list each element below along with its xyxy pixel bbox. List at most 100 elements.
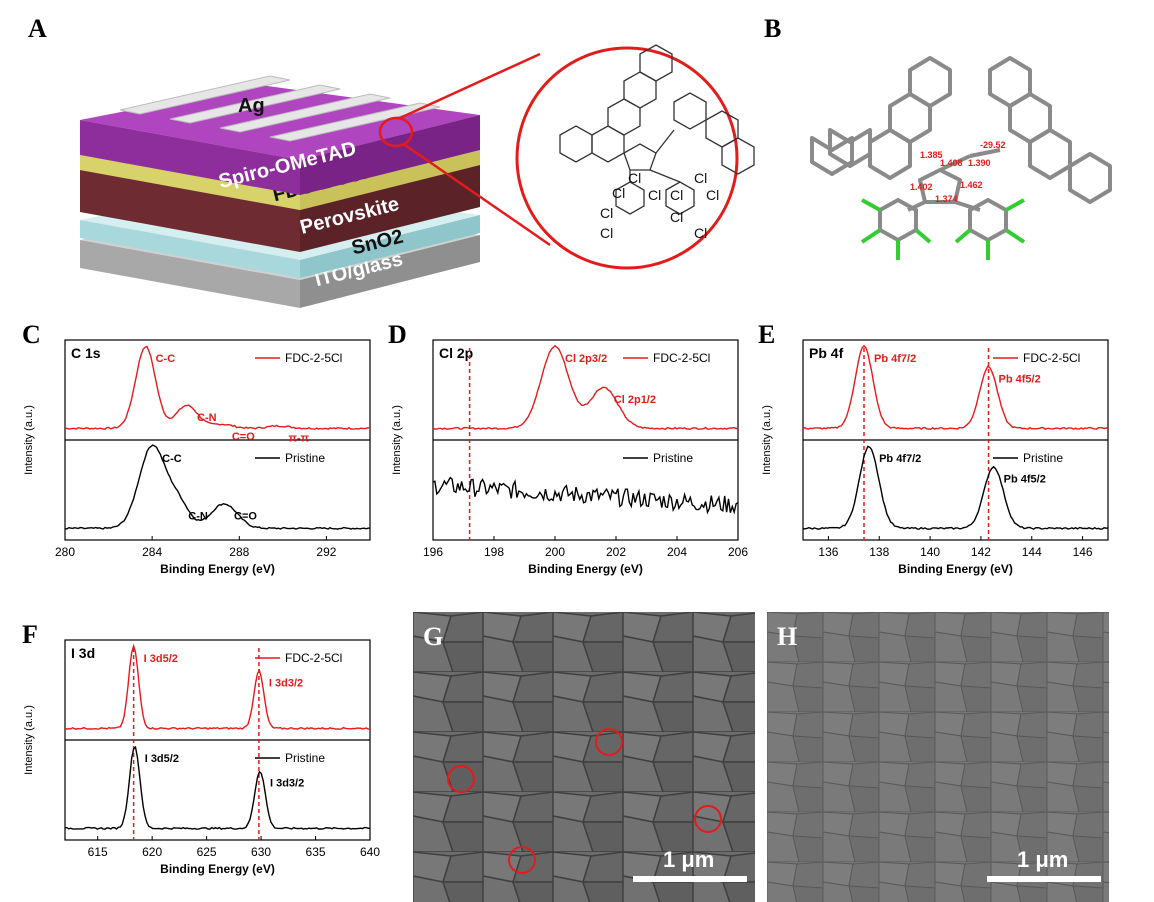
x-tick-label: 625 (197, 845, 217, 859)
x-tick-label: 200 (545, 545, 565, 559)
x-tick-label: 206 (728, 545, 748, 559)
series-line (432, 344, 739, 430)
legend-label: Pristine (1023, 451, 1063, 465)
x-tick-label: 640 (360, 845, 380, 859)
peak-annotation: Pb 4f5/2 (999, 374, 1041, 386)
fdc-molecule-structure (559, 44, 755, 215)
peak-annotation: I 3d5/2 (144, 653, 178, 665)
svg-text:Cl: Cl (628, 170, 641, 186)
ag-electrodes: Ag (119, 75, 441, 142)
svg-text:1.462: 1.462 (960, 180, 983, 190)
panel-label-c: C (22, 320, 41, 349)
series-line (64, 745, 371, 830)
scale-bar-h (987, 876, 1101, 882)
scale-label-h: 1 μm (1017, 847, 1068, 872)
x-tick-label: 288 (229, 545, 249, 559)
x-tick-label: 204 (667, 545, 687, 559)
x-axis-label: Binding Energy (eV) (528, 562, 643, 576)
chart-title: I 3d (71, 645, 95, 661)
svg-text:Cl: Cl (706, 187, 719, 203)
x-tick-label: 138 (869, 545, 889, 559)
peak-annotation: I 3d3/2 (270, 778, 304, 790)
legend-label: FDC-2-5Cl (285, 351, 342, 365)
svg-text:Cl: Cl (694, 170, 707, 186)
panel-label-d: D (388, 320, 407, 349)
x-axis-label: Binding Energy (eV) (160, 862, 275, 876)
peak-annotation: Pb 4f7/2 (879, 453, 921, 465)
chart-title: Cl 2p (439, 345, 473, 361)
x-tick-label: 620 (142, 845, 162, 859)
peak-annotation: C-C (162, 453, 182, 465)
svg-text:1.374: 1.374 (935, 194, 958, 204)
x-axis-label: Binding Energy (eV) (898, 562, 1013, 576)
peak-annotation: C=O (232, 431, 255, 443)
bond-length-labels: 1.385 1.408 1.402 1.374 1.462 1.390 -29.… (910, 140, 1006, 204)
peak-annotation: I 3d3/2 (269, 678, 303, 690)
scale-bar-g (633, 876, 747, 882)
scale-label-g: 1 μm (663, 847, 714, 872)
svg-text:Cl: Cl (670, 209, 683, 225)
peak-annotation: C=O (234, 510, 257, 522)
sem-image-pristine: 1 μm G (413, 612, 755, 902)
series-line (802, 344, 1109, 430)
series-line (64, 643, 371, 731)
chart-title: C 1s (71, 345, 101, 361)
sem-grains-h: 1 μm (767, 612, 1109, 902)
svg-text:Cl: Cl (670, 187, 683, 203)
peak-annotation: Pb 4f7/2 (874, 353, 916, 365)
peak-annotation: Cl 2p1/2 (614, 394, 656, 406)
panel-label-h-inner: H (777, 622, 798, 651)
legend-label: Pristine (285, 451, 325, 465)
x-tick-label: 146 (1073, 545, 1093, 559)
device-stack-diagram: ITO/glass SnO2 Perovskite FDC-2-5Cl Spir… (80, 44, 755, 308)
panel-label-b: B (764, 14, 782, 43)
peak-annotation: I 3d5/2 (145, 753, 179, 765)
svg-text:1.408: 1.408 (940, 158, 963, 168)
legend-label: FDC-2-5Cl (1023, 351, 1080, 365)
x-tick-label: 198 (484, 545, 504, 559)
peak-annotation: Pb 4f5/2 (1004, 474, 1046, 486)
sem-grains-g: 1 μm (413, 612, 755, 902)
legend-label: FDC-2-5Cl (653, 351, 710, 365)
legend-label: Pristine (285, 751, 325, 765)
peak-annotation: Cl 2p3/2 (565, 353, 607, 365)
molecule-chlorine-labels: Cl Cl Cl Cl Cl Cl Cl Cl Cl Cl (600, 170, 719, 241)
x-tick-label: 140 (920, 545, 940, 559)
y-axis-label: Intensity (a.u.) (761, 405, 773, 475)
sem-image-fdc: 1 μm H (767, 612, 1109, 902)
x-tick-label: 136 (818, 545, 838, 559)
peak-annotation: C-N (188, 510, 208, 522)
x-tick-label: 280 (55, 545, 75, 559)
crystal-structure: 1.385 1.408 1.402 1.374 1.462 1.390 -29.… (810, 56, 1112, 260)
x-tick-label: 284 (142, 545, 162, 559)
series-line (64, 345, 371, 430)
svg-text:Cl: Cl (612, 185, 625, 201)
x-tick-label: 196 (423, 545, 443, 559)
peak-annotation: C-C (156, 353, 176, 365)
peak-annotation: π-π (289, 433, 310, 445)
svg-text:-29.52: -29.52 (980, 140, 1006, 150)
x-tick-label: 292 (316, 545, 336, 559)
panel-label-e: E (758, 320, 776, 349)
y-axis-label: Intensity (a.u.) (23, 705, 35, 775)
panel-label-g-inner: G (423, 622, 444, 651)
x-tick-label: 144 (1022, 545, 1042, 559)
svg-text:Cl: Cl (648, 187, 661, 203)
panel-label-f: F (22, 620, 38, 649)
x-tick-label: 142 (971, 545, 991, 559)
series-line (432, 476, 739, 515)
y-axis-label: Intensity (a.u.) (391, 405, 403, 475)
svg-text:Cl: Cl (694, 225, 707, 241)
x-tick-label: 202 (606, 545, 626, 559)
series-line (803, 445, 1109, 530)
series-line (64, 444, 371, 530)
svg-text:1.390: 1.390 (968, 158, 991, 168)
svg-text:Ag: Ag (238, 95, 265, 117)
y-axis-label: Intensity (a.u.) (23, 405, 35, 475)
peak-annotation: C-N (197, 412, 217, 424)
svg-text:Cl: Cl (600, 225, 613, 241)
legend-label: FDC-2-5Cl (285, 651, 342, 665)
